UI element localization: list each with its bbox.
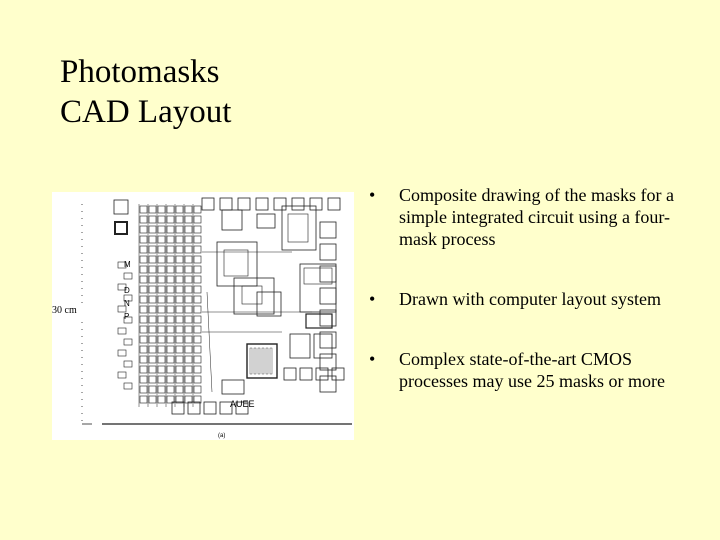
bullet-marker: • — [369, 289, 376, 309]
title-line-1: Photomasks — [60, 54, 220, 90]
title-line-2: CAD Layout — [60, 94, 232, 130]
bullet-text: Drawn with computer layout system — [399, 289, 661, 309]
layer-label-d: D — [124, 286, 130, 295]
layer-label-n: N — [124, 299, 130, 308]
bullet-text: Complex state-of-the-art CMOS processes … — [399, 349, 665, 391]
layer-label-p: P — [124, 312, 129, 321]
bullet-text: Composite drawing of the masks for a sim… — [399, 185, 674, 249]
bullet-item: • Drawn with computer layout system — [365, 288, 685, 310]
layer-label-m: M — [124, 260, 131, 269]
bullet-marker: • — [369, 349, 376, 369]
dimension-label: 30 cm — [52, 305, 77, 316]
bullet-item: • Composite drawing of the masks for a s… — [365, 184, 685, 250]
layout-drawing: 30 cm M D N P AUEE (a) — [52, 197, 352, 439]
bullet-marker: • — [369, 185, 376, 205]
cad-layout-figure: 30 cm M D N P AUEE (a) — [52, 192, 354, 440]
chip-label: AUEE — [230, 399, 255, 409]
slide-title: Photomasks CAD Layout — [60, 52, 231, 132]
bullet-list: • Composite drawing of the masks for a s… — [365, 184, 685, 392]
figure-caption: (a) — [218, 433, 225, 439]
bullet-item: • Complex state-of-the-art CMOS processe… — [365, 348, 685, 392]
